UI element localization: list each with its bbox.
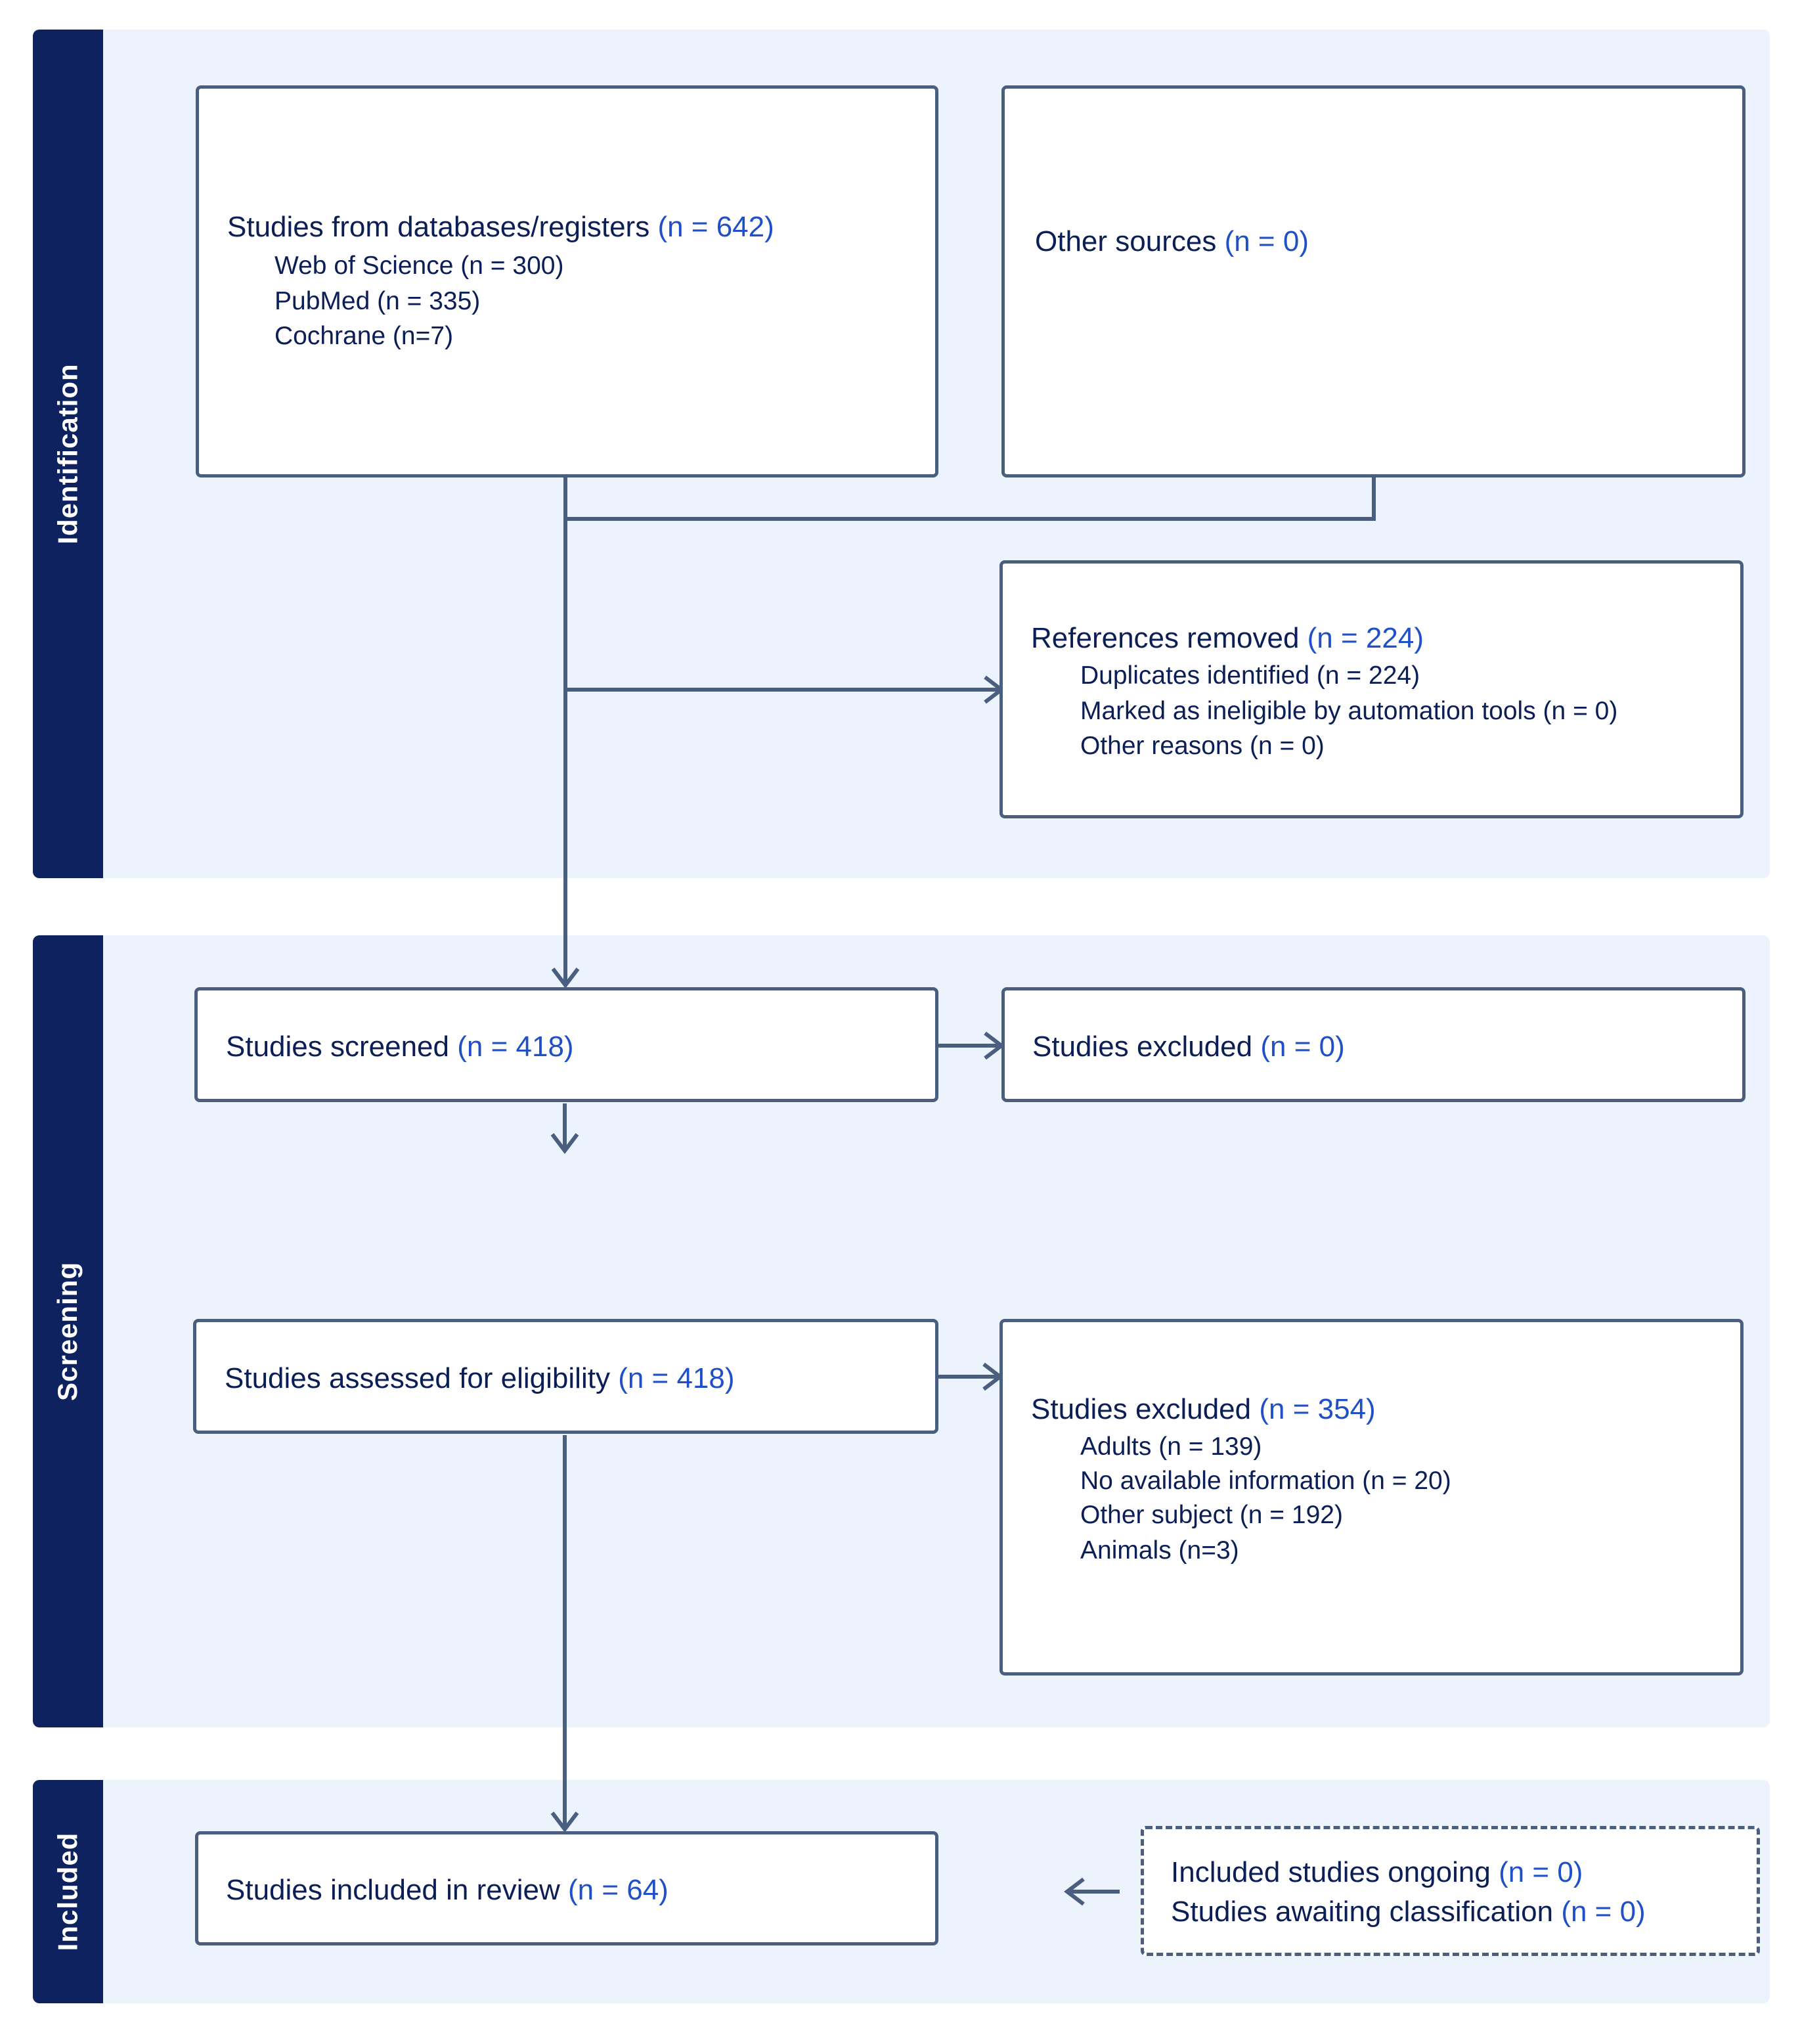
arrow-head-screened [551,967,580,989]
other-sources-box [1001,85,1745,478]
screened-title: Studies screened (n = 418) [226,1030,574,1065]
databases-item: PubMed (n = 335) [274,287,481,315]
merge-line-right [565,476,1376,521]
databases-count: (n = 642) [657,211,774,243]
included-box [195,1831,938,1945]
removed-title: References removed (n = 224) [1031,621,1424,656]
arrow-head-ongoing [1064,1877,1085,1906]
included-count: (n = 64) [567,1874,669,1906]
eligibility-count: (n = 418) [618,1362,735,1394]
screened-title-text: Studies screened [226,1031,449,1063]
removed-item: Duplicates identified (n = 224) [1080,661,1420,690]
arrow-head-included [550,1811,579,1833]
included-stage-label: Included [33,1780,103,2003]
eligibility-excluded-item: Animals (n=3) [1080,1536,1239,1565]
other-sources-title: Other sources (n = 0) [1035,225,1309,259]
screened-excluded-title-text: Studies excluded [1032,1031,1253,1063]
eligibility-title-text: Studies assessed for eligibility [225,1362,610,1394]
eligibility-box [193,1319,938,1434]
included-title: Studies included in review (n = 64) [226,1873,669,1908]
removed-box [999,560,1744,818]
removed-count: (n = 224) [1307,622,1424,654]
screened-count: (n = 418) [457,1031,574,1063]
ongoing-line-1: Included studies ongoing (n = 0) [1171,1855,1583,1890]
removed-title-text: References removed [1031,622,1300,654]
databases-title-text: Studies from databases/registers [227,211,650,243]
eligibility-excluded-item: No available information (n = 20) [1080,1467,1451,1495]
screening-stage-label: Screening [33,935,103,1727]
screened-excluded-box [1001,987,1745,1102]
databases-item: Web of Science (n = 300) [274,252,564,280]
arrow-head-stub [550,1133,579,1154]
screened-excluded-title: Studies excluded (n = 0) [1032,1030,1345,1065]
eligibility-title: Studies assessed for eligibility (n = 41… [225,1362,735,1396]
removed-item: Marked as ineligible by automation tools… [1080,697,1618,725]
awaiting-title-text: Studies awaiting classification [1171,1896,1554,1928]
databases-box [196,85,938,478]
removed-item: Other reasons (n = 0) [1080,732,1325,760]
ongoing-box [1141,1826,1760,1956]
included-title-text: Studies included in review [226,1874,560,1906]
eligibility-excluded-title-text: Studies excluded [1031,1393,1252,1425]
screened-excluded-count: (n = 0) [1260,1031,1345,1063]
ongoing-count: (n = 0) [1499,1856,1583,1888]
ongoing-line-2: Studies awaiting classification (n = 0) [1171,1895,1646,1930]
awaiting-count: (n = 0) [1561,1896,1646,1928]
ongoing-title-text: Included studies ongoing [1171,1856,1491,1888]
other-sources-title-text: Other sources [1035,225,1217,257]
screened-box [194,987,938,1102]
eligibility-excluded-item: Adults (n = 139) [1080,1433,1262,1461]
other-sources-count: (n = 0) [1224,225,1309,257]
eligibility-excluded-title: Studies excluded (n = 354) [1031,1392,1376,1427]
eligibility-excluded-box [999,1319,1744,1676]
databases-item: Cochrane (n=7) [274,322,454,350]
eligibility-excluded-count: (n = 354) [1259,1393,1376,1425]
identification-stage-label: Identification [33,30,103,878]
eligibility-excluded-item: Other subject (n = 192) [1080,1501,1343,1529]
databases-title: Studies from databases/registers (n = 64… [227,210,774,245]
